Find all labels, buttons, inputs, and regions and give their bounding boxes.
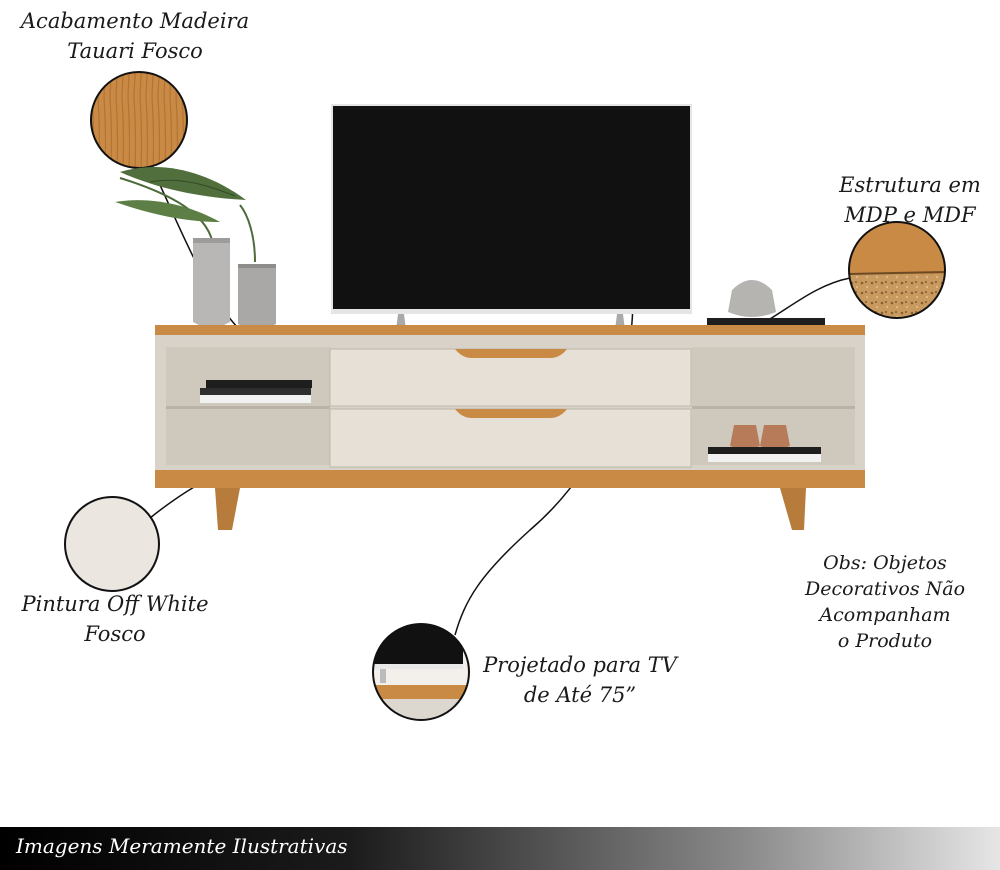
tv-detail-circle	[372, 623, 470, 721]
disclaimer-footer: Imagens Meramente Ilustrativas	[0, 827, 1000, 870]
footer-text: Imagens Meramente Ilustrativas	[16, 834, 348, 858]
book-stack-right-shelf	[708, 447, 821, 462]
tv-size-label: Projetado para TV de Até 75”	[483, 653, 677, 707]
television	[331, 104, 692, 330]
decor-bowl	[728, 280, 776, 317]
wood-swatch-circle	[90, 71, 188, 169]
structure-swatch-circle	[848, 221, 946, 319]
plant-decoration	[115, 167, 256, 263]
tv-stand	[155, 325, 865, 530]
vase-left	[193, 238, 230, 328]
vase-right	[238, 264, 276, 329]
decor-notice-label: Obs: Objetos Decorativos Não Acompanham …	[804, 552, 966, 652]
book-stack-left-shelf	[200, 380, 312, 403]
paint-swatch-circle	[64, 496, 160, 592]
ceramic-jars	[730, 425, 790, 449]
structure-label: Estrutura em MDP e MDF	[839, 173, 981, 227]
wood-finish-label: Acabamento Madeira Tauari Fosco	[20, 9, 250, 63]
paint-label: Pintura Off White Fosco	[21, 592, 209, 646]
